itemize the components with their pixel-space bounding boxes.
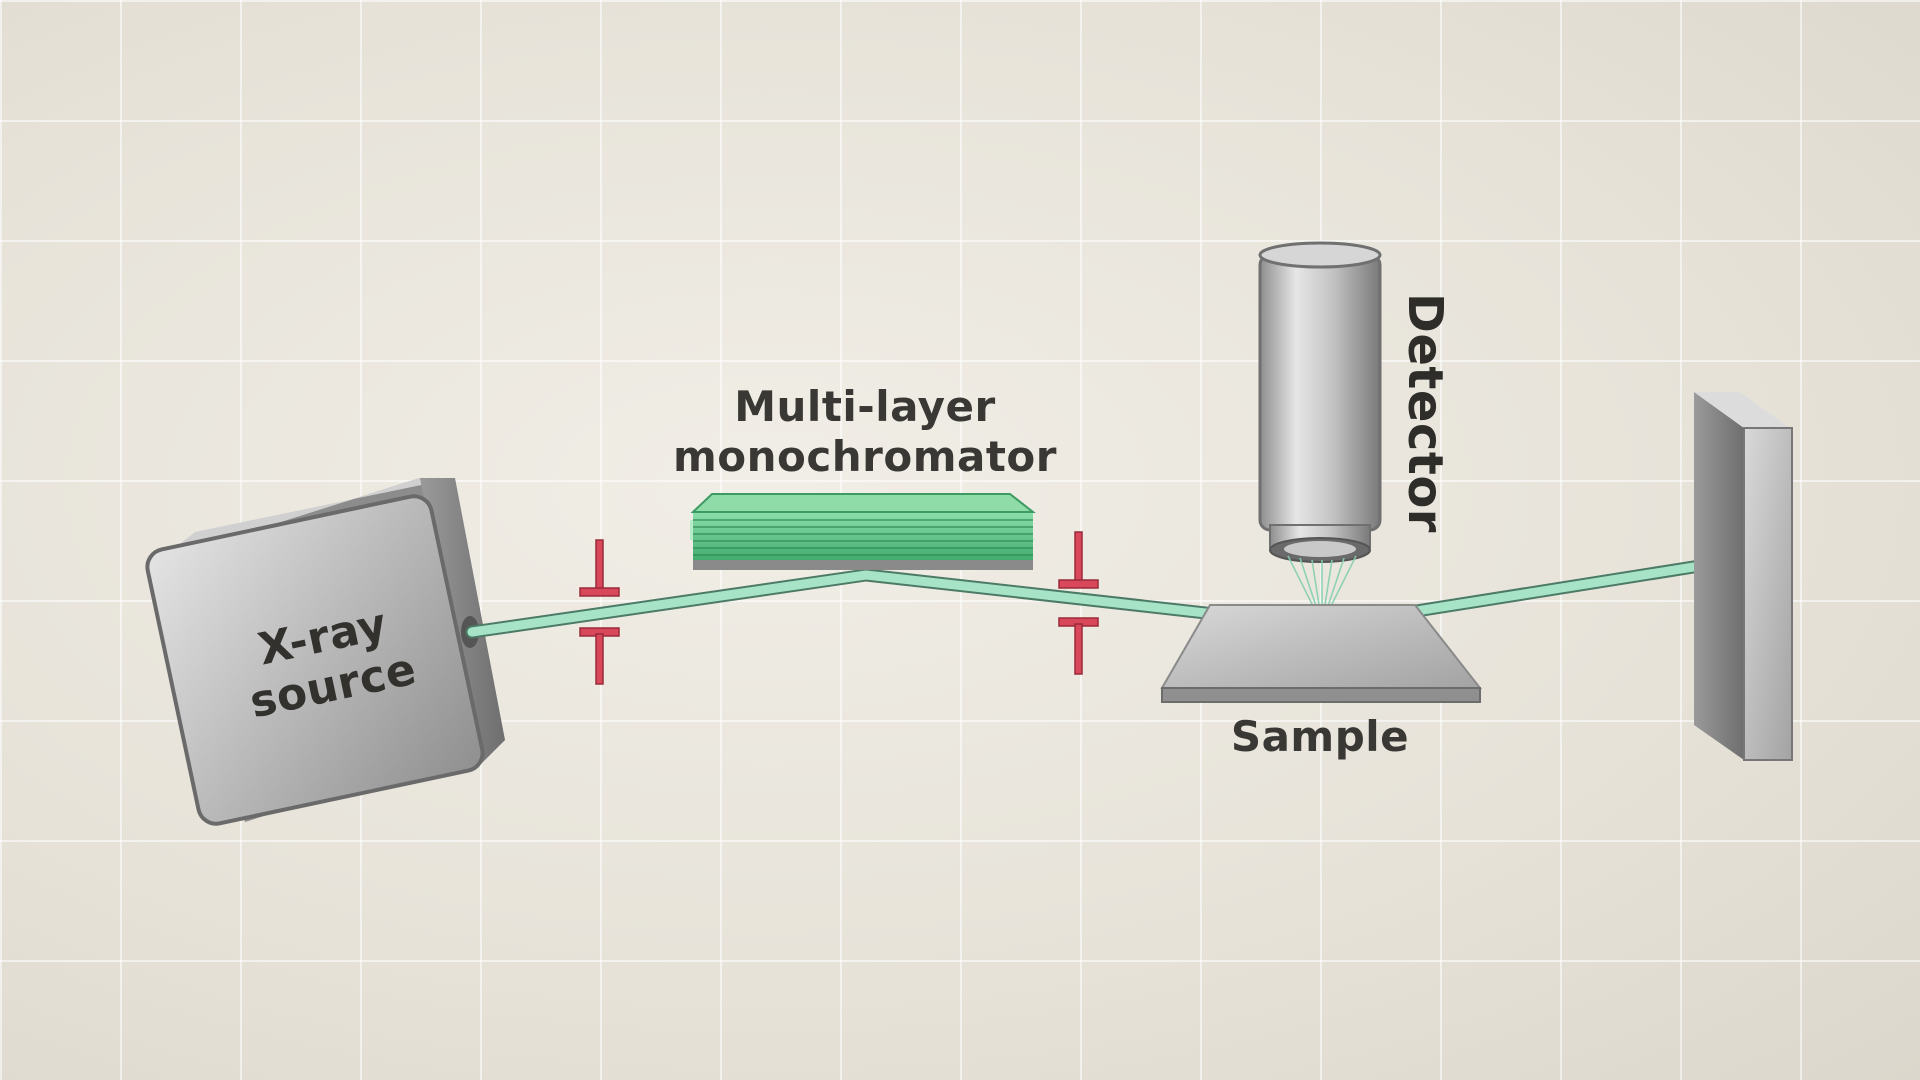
- xray-source: [145, 478, 505, 826]
- monochromator-label: Multi-layer monochromator: [620, 382, 1110, 482]
- multilayer-monochromator: [690, 493, 1036, 570]
- sample-plate: [1160, 604, 1483, 703]
- detector-label: Detector: [1397, 293, 1453, 533]
- slit-1: [579, 539, 620, 685]
- beam-stop-screen: [1694, 392, 1793, 761]
- slit-2: [1058, 531, 1099, 675]
- sample-label: Sample: [1230, 712, 1410, 761]
- monochromator-label-line-2: monochromator: [673, 432, 1057, 481]
- xray-beam: [465, 546, 1741, 639]
- monochromator-label-line-1: Multi-layer: [734, 382, 996, 431]
- detector: [1258, 241, 1382, 563]
